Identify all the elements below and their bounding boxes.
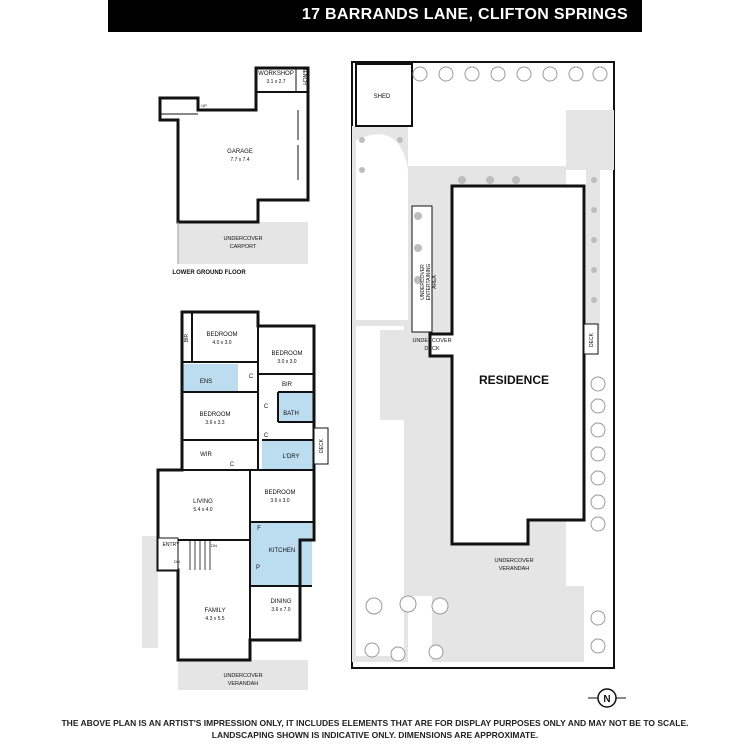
garage-dim: 7.7 x 7.4 bbox=[230, 157, 249, 163]
deck-label-1: DECK bbox=[319, 438, 325, 453]
side-paving bbox=[142, 536, 158, 648]
bedroom-3-dim: 3.6 x 3.3 bbox=[205, 420, 224, 426]
deck-label-2: DECK bbox=[589, 332, 595, 347]
verandah-label-1: UNDERCOVER bbox=[223, 673, 262, 679]
entertaining-label-3: AREA bbox=[432, 275, 438, 289]
workshop-dim: 3.1 x 2.7 bbox=[266, 79, 285, 85]
bedroom-1-label: BEDROOM bbox=[206, 332, 237, 338]
c-label-3: C bbox=[264, 433, 269, 439]
compass: N bbox=[588, 688, 626, 708]
verandah-paving bbox=[178, 660, 308, 690]
garage-outline bbox=[158, 66, 310, 224]
bench-label: BENCH bbox=[301, 67, 307, 85]
c-label-4: C bbox=[230, 462, 235, 468]
entertaining-label-2: ENTERTAINING bbox=[426, 264, 432, 301]
compass-icon bbox=[597, 688, 617, 708]
disclaimer-line-1: THE ABOVE PLAN IS AN ARTIST'S IMPRESSION… bbox=[61, 718, 689, 728]
carport-label-2: CARPORT bbox=[230, 244, 257, 250]
deck-box bbox=[313, 427, 329, 465]
dining-dim: 3.6 x 7.0 bbox=[271, 607, 290, 613]
c-label-1: C bbox=[249, 374, 254, 380]
rear-verandah-label-2: VERANDAH bbox=[499, 566, 530, 572]
undercover-deck-label-1: UNDERCOVER bbox=[412, 338, 451, 344]
bedroom-2-dim: 3.0 x 3.0 bbox=[277, 359, 296, 365]
trees bbox=[364, 66, 608, 662]
deck-box-2 bbox=[583, 323, 599, 355]
garage-label: GARAGE bbox=[227, 149, 253, 155]
shrubs bbox=[359, 137, 597, 303]
undercover-deck-label-2: DECK bbox=[424, 346, 440, 352]
bath-label: BATH bbox=[283, 411, 299, 417]
internal-walls bbox=[178, 312, 314, 640]
family-label: FAMILY bbox=[205, 608, 226, 614]
kitchen-label: KITCHEN bbox=[269, 548, 295, 554]
laundry-fill bbox=[262, 440, 314, 470]
wir-label: WIR bbox=[200, 452, 212, 458]
bedroom-1-dim: 4.0 x 3.0 bbox=[212, 340, 231, 346]
header-bar: 17 BARRANDS LANE, CLIFTON SPRINGS bbox=[108, 0, 642, 32]
lawn-curve bbox=[356, 134, 408, 320]
kitchen-fill bbox=[250, 522, 312, 586]
entry-box bbox=[157, 537, 179, 571]
residence-label: RESIDENCE bbox=[479, 373, 549, 387]
entertaining-label-1: UNDERCOVER bbox=[420, 264, 426, 300]
stairs bbox=[189, 540, 211, 570]
lower-ground-floor: WORKSHOP 3.1 x 2.7 BENCH UP GARAGE 7.7 x… bbox=[158, 66, 310, 276]
residence-outline bbox=[428, 184, 586, 546]
living-label: LIVING bbox=[193, 499, 213, 505]
family-dim: 4.3 x 5.5 bbox=[205, 616, 224, 622]
ground-floor: BEDROOM 4.0 x 3.0 BIR BEDROOM 3.0 x 3.0 … bbox=[142, 310, 329, 690]
rear-verandah-label-1: UNDERCOVER bbox=[494, 558, 533, 564]
ensuite-label: ENS bbox=[200, 379, 212, 385]
carport-label-1: UNDERCOVER bbox=[223, 236, 262, 242]
workshop-label: WORKSHOP bbox=[258, 71, 294, 77]
up-label: UP bbox=[201, 103, 207, 108]
ensuite-fill bbox=[182, 364, 238, 392]
living-dim: 5.4 x 4.0 bbox=[193, 507, 212, 513]
bedroom-4-dim: 3.6 x 3.0 bbox=[270, 498, 289, 504]
bedroom-2-label: BEDROOM bbox=[271, 351, 302, 357]
page-title: 17 BARRANDS LANE, CLIFTON SPRINGS bbox=[301, 6, 628, 23]
site-plan: SHED UNDERCOVER ENTERTAINING AREA UNDERC… bbox=[351, 61, 615, 669]
lower-ground-floor-label: LOWER GROUND FLOOR bbox=[172, 270, 246, 276]
shed-label: SHED bbox=[374, 94, 391, 100]
shed-box bbox=[355, 63, 413, 127]
verandah-label-2: VERANDAH bbox=[228, 681, 259, 687]
entertaining-area bbox=[411, 205, 433, 333]
lawn-top bbox=[420, 70, 560, 136]
rear-paving bbox=[432, 586, 584, 662]
pantry-label: P bbox=[256, 565, 260, 571]
carport-paving bbox=[178, 222, 308, 264]
north-label: N bbox=[603, 694, 610, 705]
disclaimer-line-2: LANDSCAPING SHOWN IS INDICATIVE ONLY. DI… bbox=[211, 730, 539, 740]
c-label-2: C bbox=[264, 404, 269, 410]
fridge-label: F bbox=[257, 526, 261, 532]
dining-label: DINING bbox=[271, 599, 292, 605]
dn-label-1: DN bbox=[211, 543, 217, 548]
laundry-label: L'DRY bbox=[282, 454, 299, 460]
bedroom-3-label: BEDROOM bbox=[199, 412, 230, 418]
dn-label-2: DN bbox=[174, 559, 180, 564]
bir-label-2: BIR bbox=[282, 382, 293, 388]
entry-label: ENTRY bbox=[163, 542, 181, 548]
bir-label-1: BIR bbox=[184, 333, 190, 342]
path-paving bbox=[380, 330, 408, 420]
bedroom-4-label: BEDROOM bbox=[264, 490, 295, 496]
bath-fill bbox=[278, 392, 314, 422]
side-path-paving bbox=[586, 160, 600, 330]
